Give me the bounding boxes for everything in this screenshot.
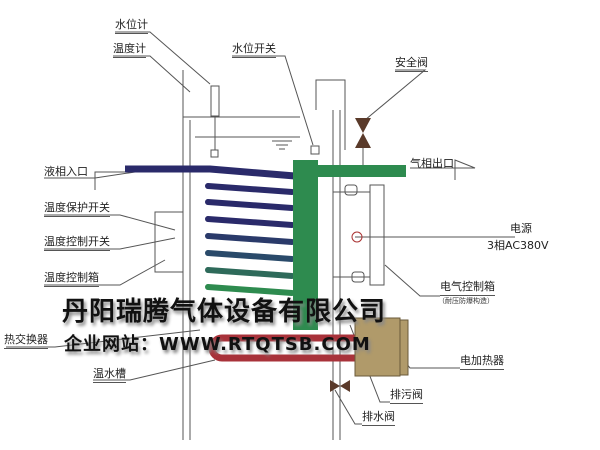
- drain-valve-icon: [330, 380, 350, 392]
- gas-outlet-pipe: [318, 165, 406, 177]
- label-gas-outlet: 气相出口: [410, 157, 454, 170]
- gas-column: [293, 160, 318, 330]
- temp-control-box: [154, 211, 184, 273]
- label-thermometer: 温度计: [113, 40, 146, 58]
- label-electric-heater: 电加热器: [460, 352, 504, 370]
- electric-heater-coil: [208, 334, 360, 362]
- electric-heater-box: [354, 317, 401, 377]
- water-level-gauge-icon: [210, 85, 220, 117]
- label-water-level-gauge: 水位计: [115, 16, 148, 34]
- label-drain-valve: 排水阀: [362, 408, 395, 426]
- electric-control-box: [369, 184, 385, 286]
- heat-exchanger-coil: [205, 183, 295, 296]
- label-power: 电源: [510, 222, 532, 235]
- label-warm-water-tank: 温水槽: [93, 365, 126, 383]
- liquid-inlet-pipe: [125, 165, 296, 180]
- label-control-box-note: （耐压防爆构造）: [438, 297, 494, 305]
- label-temp-protection-switch: 温度保护开关: [44, 199, 110, 217]
- label-water-level-switch: 水位开关: [232, 40, 276, 58]
- watermark-company: 丹阳瑞腾气体设备有限公司: [62, 297, 387, 327]
- safety-valve-icon: [355, 118, 371, 148]
- label-safety-valve: 安全阀: [395, 54, 428, 72]
- watermark-website: 企业网站：WWW.RTQTSB.COM: [64, 334, 371, 355]
- label-temp-control-switch: 温度控制开关: [44, 233, 110, 251]
- label-liquid-inlet: 液相入口: [44, 165, 88, 178]
- label-electric-control-box: 电气控制箱: [440, 278, 495, 296]
- label-power-spec: 3相AC380V: [487, 239, 549, 252]
- label-temp-control-box: 温度控制箱: [44, 269, 99, 287]
- label-heat-exchanger: 热交换器: [4, 331, 48, 349]
- label-blowdown-valve: 排污阀: [390, 386, 423, 404]
